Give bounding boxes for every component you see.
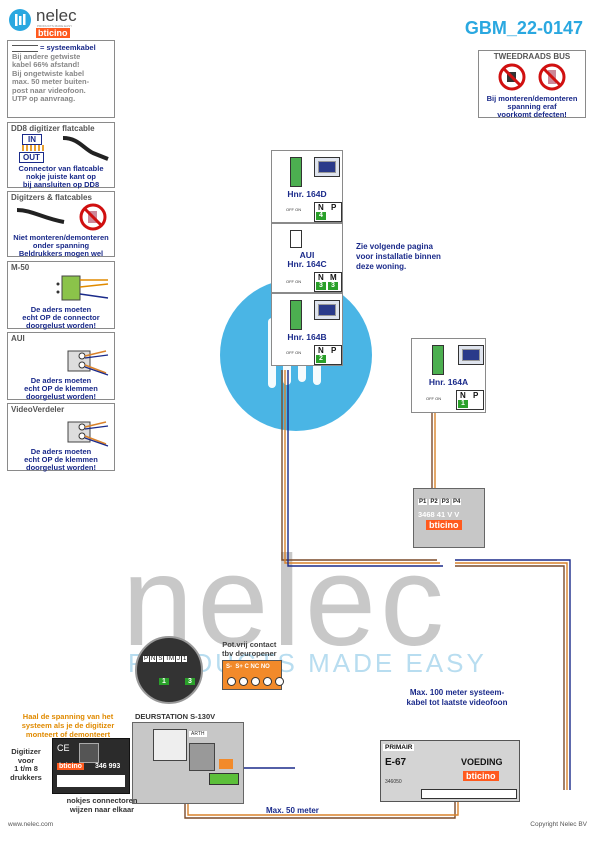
- note-systeemkabel: = systeemkabel Bij andere getwiste kabel…: [7, 40, 115, 118]
- unit-terminal: [432, 345, 444, 375]
- no-touch-icon: [79, 203, 107, 231]
- relay-module: S- S+ C NC NO: [222, 660, 284, 690]
- address-table: N P 2: [314, 345, 342, 365]
- info-next-page: Zie volgende pagina voor installatie bin…: [356, 242, 441, 271]
- unit-terminal: [290, 230, 302, 248]
- terminal-block-icon: [67, 350, 109, 376]
- unit-terminal: [290, 157, 302, 187]
- footer-website: www.nelec.com: [8, 821, 54, 828]
- power-supply: PRIMAIR E-67 VOEDING 346050 bticino: [380, 740, 520, 802]
- digitizer-module: CE bticino 346 993: [52, 738, 130, 794]
- unit-164c: AUI Hnr. 164C OFF ON N M 3 3: [271, 223, 343, 293]
- dd8-out-label: OUT: [19, 152, 44, 163]
- digitizer-zoom: P N S TM J 1 1 3: [135, 636, 203, 704]
- no-touch-icon: [538, 63, 566, 91]
- unit-164a: Hnr. 164A OFF ON N P 1: [411, 338, 486, 413]
- unit-164b: Hnr. 164B OFF ON N P 2: [271, 293, 343, 366]
- note-tweedraads-bus: TWEEDRAADS BUS Bij monteren/demonteren s…: [478, 50, 586, 119]
- brand-tagline: PRODUCTS MADE EASY: [37, 24, 73, 28]
- video-distributor: P1 P2 P3 P4 3468 41 V V bticino: [413, 488, 485, 548]
- dd8-flat-stripe: [22, 145, 46, 151]
- monitor-icon: [458, 345, 484, 365]
- brand-name: nelec: [36, 6, 77, 25]
- note-aui: AUI De aders moeten echt OP de klemmen d…: [7, 332, 115, 401]
- note-videoverdeler: VideoVerdeler De aders moeten echt OP de…: [7, 403, 115, 472]
- unit-164d: Hnr. 164D OFF ON N P 4: [271, 150, 343, 223]
- door-station: ARTH: [132, 722, 244, 804]
- note-m50: M-50 De aders moeten echt OP de connecto…: [7, 261, 115, 330]
- cable-symbol: [12, 44, 38, 52]
- no-plug-icon: [498, 63, 526, 91]
- address-table: N P 1: [456, 390, 484, 410]
- warning-spanning: Haal de spanning van het systeem als je …: [21, 712, 115, 739]
- document-code: GBM_22-0147: [464, 18, 583, 38]
- digitizer-side-label: Digitizer voor 1 t/m 8 drukkers: [10, 747, 42, 782]
- address-table: N P 4: [314, 202, 342, 222]
- ce-icon: CE: [57, 743, 70, 753]
- flatcable-icon: [16, 208, 65, 224]
- nokjes-note: nokjes connectoren wijzen naar elkaar: [66, 796, 138, 814]
- address-table: N M 3 3: [314, 272, 342, 292]
- nelec-logo-icon: [9, 9, 31, 31]
- max-50-note: Max. 50 meter: [266, 806, 319, 815]
- monitor-icon: [314, 157, 340, 177]
- note-digitizers: Digitzers & flatcables Niet monteren/dem…: [7, 191, 115, 258]
- flatcable-icon: [62, 136, 109, 161]
- unit-terminal: [290, 300, 302, 330]
- station-label: DEURSTATION S-130V: [135, 712, 216, 721]
- monitor-icon: [314, 300, 340, 320]
- footer-copyright: Copyright Nelec BV: [530, 821, 587, 828]
- m50-connector-icon: [56, 275, 109, 301]
- terminal-block-icon: [67, 421, 109, 447]
- relay-label: Pot.vrij contact tbv deuropener: [222, 640, 277, 658]
- bticino-logo: bticino: [36, 28, 70, 38]
- distributor-ports: P1 P2 P3 P4: [418, 499, 462, 505]
- dd8-in-label: IN: [22, 134, 42, 145]
- max-100-note: Max. 100 meter systeem- kabel tot laatst…: [406, 688, 508, 707]
- note-dd8: DD8 digitizer flatcable IN OUT Connector…: [7, 122, 115, 189]
